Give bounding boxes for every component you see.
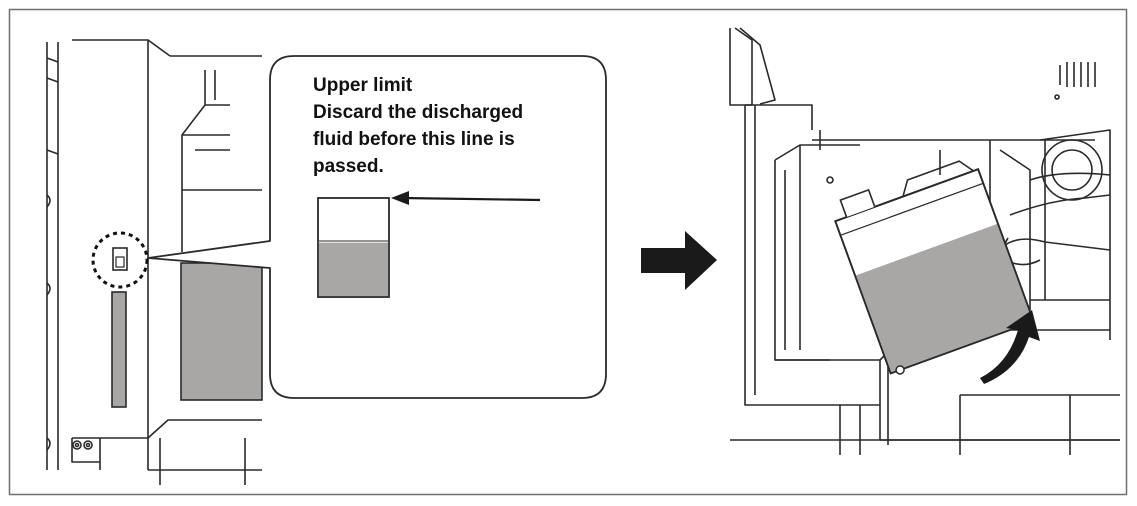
callout-text: Upper limit Discard the discharged fluid… — [313, 72, 593, 180]
callout-heading: Upper limit — [313, 75, 413, 96]
fluid-fill — [319, 242, 388, 296]
machine-side-panel — [46, 39, 262, 485]
right-arrow-icon — [641, 231, 717, 290]
callout-instruction-line-1: Discard the discharged — [313, 102, 524, 123]
curved-arrow-icon — [980, 310, 1040, 384]
highlight-circle — [91, 231, 149, 289]
callout-instruction-line-3: passed. — [313, 156, 384, 177]
waste-canister — [834, 160, 1035, 375]
tank-window — [180, 262, 263, 401]
panel-slot — [111, 291, 127, 408]
callout-instruction-line-2: fluid before this line is — [313, 129, 515, 150]
upper-limit-arrow — [391, 191, 541, 205]
figure-frame — [8, 8, 1128, 496]
